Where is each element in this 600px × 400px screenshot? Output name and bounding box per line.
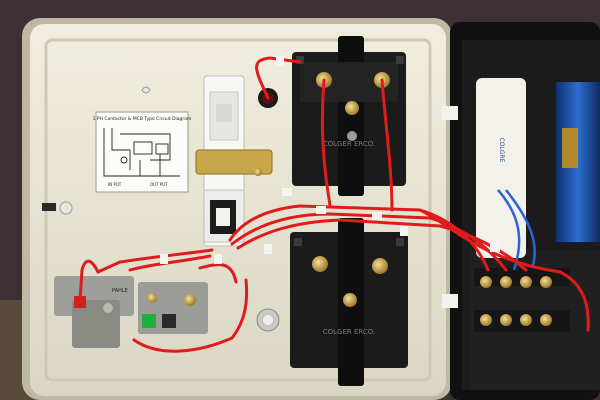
relay-brand: PAHLE — [112, 288, 128, 294]
circuit-diagram-label: 1 PH Contactor & MCB Type Circuit Diagra… — [93, 111, 192, 193]
contactor-top-brand: COLGER ERCO. — [323, 140, 376, 148]
relay-right — [138, 282, 208, 334]
hinge-clips — [442, 106, 458, 308]
diagram-input-label: IN PUT — [108, 182, 122, 187]
contactor-bottom: COLGER ERCO. — [290, 218, 408, 386]
relay-left: PAHLE — [54, 276, 134, 348]
contactor-bottom-brand: COLGER ERCO. — [323, 328, 376, 336]
mounting-screw — [42, 201, 73, 215]
diagram-title: 1 PH Contactor & MCB Type Circuit Diagra… — [93, 116, 192, 122]
diagram-output-label: OUT PUT — [150, 182, 168, 187]
cable-ties — [160, 56, 500, 264]
indicator-lamp-bottom — [256, 308, 280, 332]
red-wires — [78, 56, 590, 353]
capacitor-brand: COLGRE — [498, 138, 505, 163]
contactor-top: COLGER ERCO. — [292, 36, 406, 196]
mcb-breaker — [195, 75, 273, 247]
terminal-block — [474, 268, 570, 332]
ink-stamp — [141, 86, 151, 94]
